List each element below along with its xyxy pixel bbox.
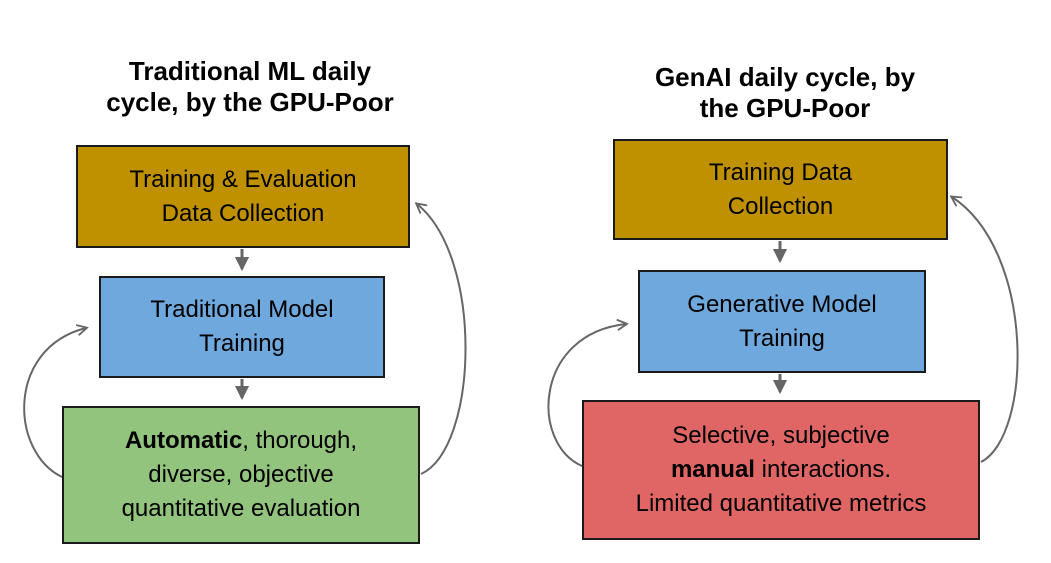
arrow-left-eval-to-data-loop — [417, 204, 467, 475]
